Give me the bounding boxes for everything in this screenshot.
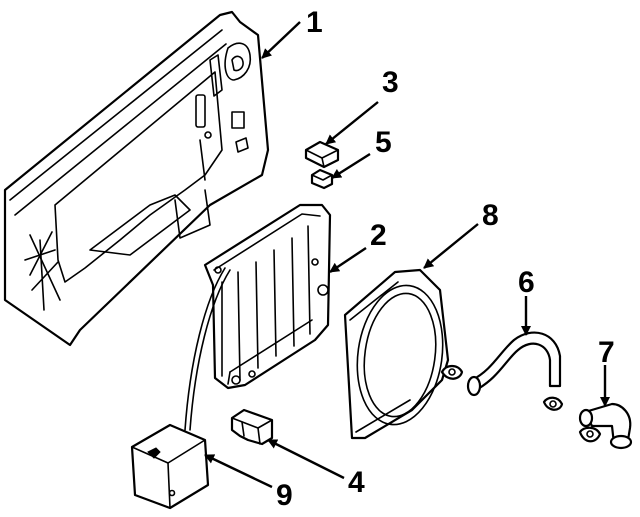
leader-line-2: [329, 247, 367, 273]
leader-line-8: [423, 223, 479, 269]
callout-7: 7: [598, 336, 615, 369]
callout-3: 3: [382, 66, 399, 99]
leader-line-5: [331, 152, 371, 180]
upper-insulator-part: [304, 140, 340, 169]
lower-insulator-part: [310, 168, 334, 190]
coolant-reservoir-part: [130, 267, 231, 510]
callout-9: 9: [276, 479, 293, 512]
leader-line-9: [204, 453, 273, 489]
callout-5: 5: [375, 126, 392, 159]
callout-2: 2: [370, 219, 387, 252]
leader-line-1: [261, 21, 301, 59]
callout-8: 8: [482, 199, 499, 232]
radiator-support-part: [3, 10, 270, 347]
leader-line-3: [325, 101, 379, 145]
leader-line-4: [267, 438, 345, 480]
callout-6: 6: [518, 266, 535, 299]
radiator-part: [203, 203, 332, 390]
callout-4: 4: [348, 466, 365, 499]
callout-1: 1: [306, 6, 323, 39]
radiator-hose-part: [440, 331, 564, 411]
short-hose-part: [578, 402, 633, 450]
lower-mount-part: [230, 408, 274, 446]
fan-shroud-part: [343, 268, 450, 440]
